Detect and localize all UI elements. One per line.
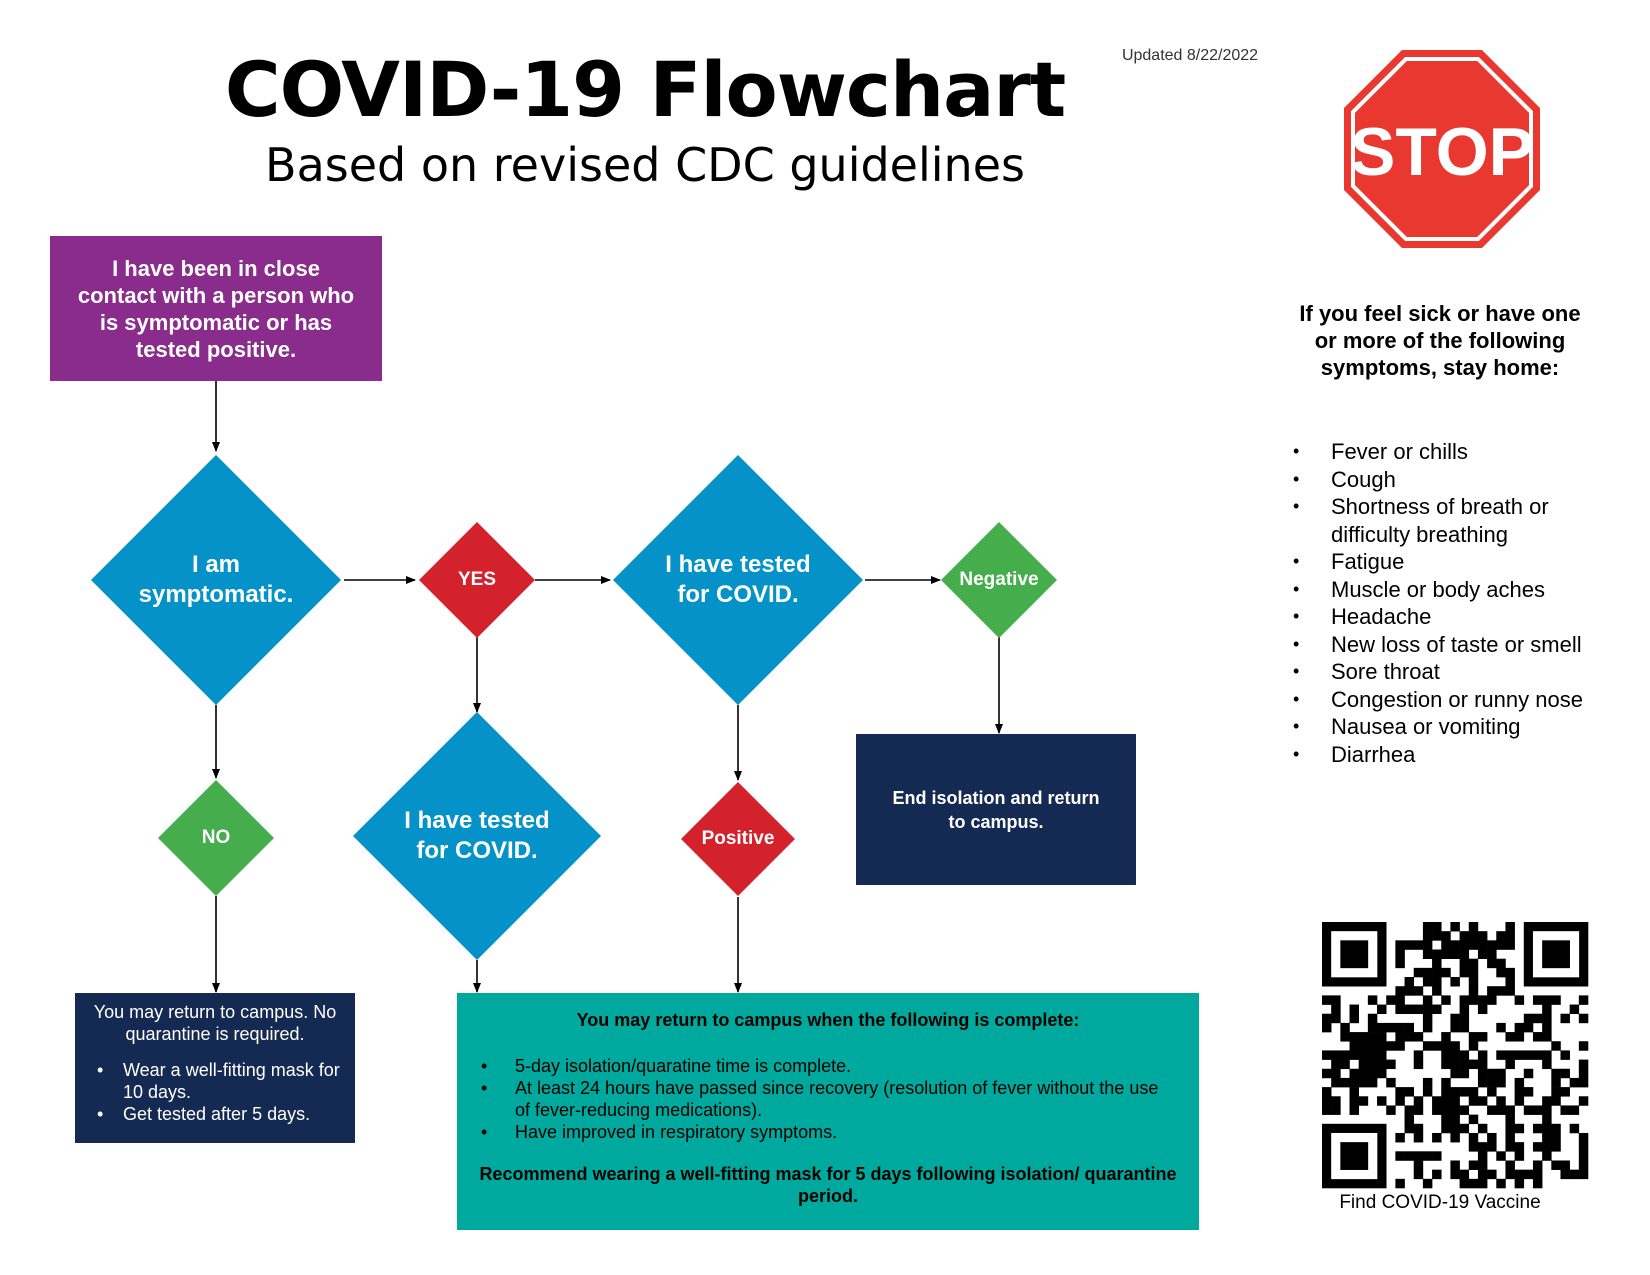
start-text: I have been in close contact with a pers… — [77, 255, 355, 362]
qr-caption: Find COVID-19 Vaccine — [1339, 1192, 1541, 1213]
list-item: At least 24 hours have passed since reco… — [479, 1077, 1177, 1121]
symptom-item: New loss of taste or smell — [1290, 631, 1610, 659]
symptom-item: Nausea or vomiting — [1290, 713, 1610, 741]
yes-label: YES — [457, 569, 497, 590]
diamond-symptomatic — [91, 455, 341, 705]
end-isolation-text: End isolation and return to campus. — [892, 787, 1100, 832]
diamond-no — [158, 780, 274, 896]
tested-middle-label: I have tested for COVID. — [404, 807, 550, 864]
list-item: Have improved in respiratory symptoms. — [479, 1121, 1177, 1143]
diamond-tested-right — [613, 455, 863, 705]
list-item: 5-day isolation/quaratine time is comple… — [479, 1055, 1177, 1077]
symptom-item: Shortness of breath or difficulty breath… — [1290, 493, 1610, 548]
symptom-item: Headache — [1290, 603, 1610, 631]
symptom-list: Fever or chills Cough Shortness of breat… — [1290, 438, 1610, 768]
updated-date: Updated 8/22/2022 — [1121, 47, 1259, 64]
start-box: I have been in close contact with a pers… — [50, 236, 382, 381]
symptom-item: Diarrhea — [1290, 741, 1610, 769]
list-item: Wear a well-fitting mask for 10 days. — [87, 1059, 343, 1103]
stop-sign-text: STOP — [1350, 114, 1534, 190]
return-no-quarantine-box: You may return to campus. No quarantine … — [75, 993, 355, 1143]
symptom-item: Fatigue — [1290, 548, 1610, 576]
qr-code-icon — [1322, 922, 1589, 1189]
page-subtitle: Based on revised CDC guidelines — [265, 138, 1025, 192]
end-isolation-box: End isolation and return to campus. — [856, 734, 1136, 885]
negative-label: Negative — [959, 569, 1039, 590]
return-complete-footnote: Recommend wearing a well-fitting mask fo… — [479, 1164, 1177, 1206]
page-title: COVID-19 Flowchart — [224, 45, 1066, 134]
stay-home-caption: If you feel sick or have one or more of … — [1299, 301, 1581, 380]
tested-right-label: I have tested for COVID. — [665, 551, 811, 608]
diamond-negative — [941, 522, 1057, 638]
stop-sign-icon: STOP — [1344, 50, 1540, 248]
symptom-item: Fever or chills — [1290, 438, 1610, 466]
return-no-quarantine-heading: You may return to campus. No quarantine … — [93, 1002, 337, 1044]
return-complete-list: 5-day isolation/quaratine time is comple… — [479, 1055, 1177, 1143]
symptom-item: Sore throat — [1290, 658, 1610, 686]
return-complete-box: You may return to campus when the follow… — [457, 993, 1199, 1230]
symptomatic-label: I am symptomatic. — [138, 551, 294, 608]
return-no-quarantine-list: Wear a well-fitting mask for 10 days. Ge… — [87, 1059, 343, 1125]
positive-label: Positive — [701, 828, 775, 849]
symptom-item: Cough — [1290, 466, 1610, 494]
symptom-item: Congestion or runny nose — [1290, 686, 1610, 714]
symptom-item: Muscle or body aches — [1290, 576, 1610, 604]
return-complete-heading: You may return to campus when the follow… — [576, 1010, 1080, 1030]
diamond-yes — [419, 522, 535, 638]
list-item: Get tested after 5 days. — [87, 1103, 343, 1125]
diamond-positive — [681, 782, 795, 896]
no-label: NO — [201, 827, 231, 848]
diamond-tested-middle — [353, 712, 601, 960]
